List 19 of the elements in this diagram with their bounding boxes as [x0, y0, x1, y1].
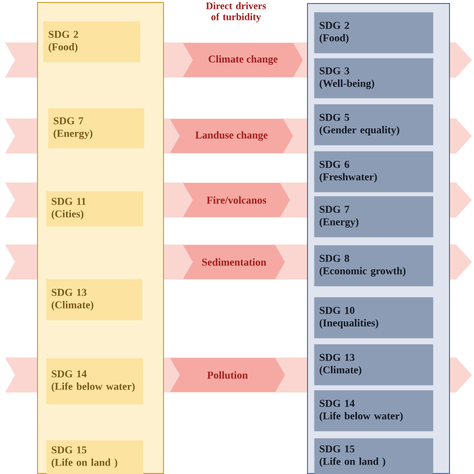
sdg-box: SDG 13 (Climate): [314, 344, 434, 386]
sdg-box: SDG 15 (Life on land ): [314, 438, 434, 474]
sdg-box: SDG 6 (Freshwater): [314, 151, 434, 192]
sdg-box: SDG 13 (Climate): [46, 279, 142, 320]
driver-tag: Sedimentation: [183, 245, 285, 279]
sdg-box: SDG 15 (Life on land ): [46, 440, 144, 474]
sdg-box: SDG 3 (Well-being): [314, 58, 434, 98]
sdg-box: SDG 7 (Energy): [314, 196, 434, 238]
sdg-box: SDG 2 (Food): [314, 12, 434, 54]
sdg-box: SDG 7 (Energy): [48, 108, 144, 148]
sdg-box: SDG 14 (Life below water): [314, 390, 434, 432]
heading: Direct drivers of turbidity: [206, 2, 266, 22]
sdg-box: SDG 5 (Gender equality): [314, 104, 434, 146]
sdg-box: SDG 10 (Inequalities): [314, 297, 434, 338]
sdg-box: SDG 11 (Cities): [46, 191, 144, 226]
driver-tag: Fire/volcanos: [183, 183, 290, 217]
sdg-box: SDG 14 (Life below water): [46, 358, 144, 404]
sdg-box: SDG 8 (Economic growth): [314, 245, 434, 286]
sdg-box: SDG 2 (Food): [43, 21, 140, 62]
